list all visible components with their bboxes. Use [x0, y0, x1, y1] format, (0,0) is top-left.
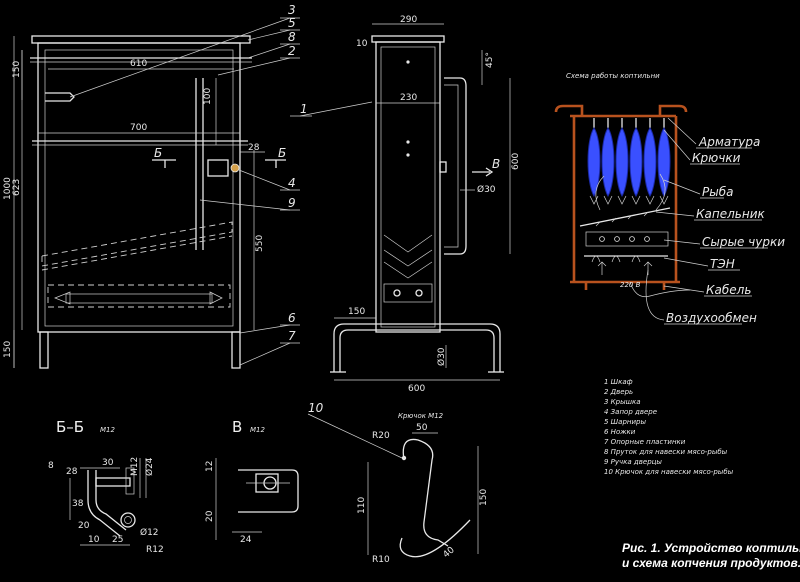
callout-9: 9	[288, 196, 296, 210]
callout-8: 8	[288, 30, 296, 44]
label-ryba: Рыба	[702, 185, 733, 199]
arrow-v-label: В	[492, 157, 500, 171]
label-chipsy: Сырые чурки	[702, 235, 785, 249]
dim-front-623: 623	[12, 179, 22, 196]
dim-v-12: 12	[205, 461, 215, 472]
label-kabel: Кабель	[706, 283, 751, 297]
view-v-thread: М12	[250, 426, 265, 434]
legend-item: 10 Крючок для навески мясо-рыбы	[604, 468, 734, 476]
caption-line-2: и схема копчения продуктов.	[622, 556, 800, 570]
view-v: В М12 12 20 24	[205, 418, 299, 545]
legend-item: 1 Шкаф	[604, 378, 633, 386]
front-view: 610 700 100 28 1000 623 150 150 550 Б Б …	[3, 3, 373, 369]
dim-hook-r10: R10	[372, 555, 390, 565]
dim-bb-25: 25	[112, 535, 123, 545]
legend-item: 6 Ножки	[604, 428, 636, 436]
legend-item: 4 Запор двере	[604, 408, 657, 416]
dim-hook-110: 110	[357, 497, 367, 514]
section-b-right: Б	[278, 146, 286, 160]
dim-front-28: 28	[248, 143, 260, 153]
dim-side-600-right: 600	[511, 153, 521, 170]
callout-5: 5	[288, 16, 296, 30]
dim-bb-a: 8	[48, 461, 54, 471]
legend-item: 5 Шарниры	[604, 418, 646, 426]
dim-bb-20: 20	[78, 521, 90, 531]
dim-v-24: 24	[240, 535, 252, 545]
dim-bb-24: Ø24	[144, 457, 155, 476]
dim-front-610: 610	[130, 59, 147, 69]
hooks	[593, 118, 665, 128]
view-v-title: В	[232, 418, 242, 436]
dim-hook-40: 40	[442, 545, 457, 560]
dim-bb-10: 10	[88, 535, 100, 545]
dim-side-150: 150	[348, 307, 365, 317]
dim-side-230: 230	[400, 93, 417, 103]
dim-front-150: 150	[12, 61, 22, 78]
caption-line-1: Рис. 1. Устройство коптильни	[622, 541, 800, 555]
fish-group	[587, 127, 671, 205]
section-bb: Б–Б М12 30 M12 Ø24 28 38 20 10 25 Ø12 R1…	[48, 418, 164, 555]
side-view: 290 10 230 45° 600 Ø30 150 600 Ø30 В	[330, 15, 521, 394]
figure-caption: Рис. 1. Устройство коптильни и схема коп…	[622, 541, 800, 570]
dim-bb-m12: M12	[130, 457, 140, 476]
legend-item: 9 Ручка дверцы	[604, 458, 662, 466]
section-bb-thread: М12	[100, 426, 115, 434]
dim-front-150-bottom: 150	[3, 341, 13, 358]
dim-bb-12: Ø12	[140, 527, 159, 538]
dim-hook-150: 150	[479, 489, 489, 506]
dim-side-290: 290	[400, 15, 417, 25]
dim-front-1000: 1000	[3, 177, 13, 200]
callout-4: 4	[288, 176, 296, 190]
legend-item: 3 Крышка	[604, 398, 641, 406]
dim-side-30-v: Ø30	[436, 347, 447, 366]
smoking-scheme: Схема работы коптильни	[554, 72, 785, 325]
hook-title: Крючок М12	[398, 412, 444, 420]
dim-front-700: 700	[130, 123, 147, 133]
callout-2: 2	[288, 44, 296, 58]
dim-side-45: 45°	[485, 52, 495, 68]
hook-detail: 10 Крючок М12 R20 50 110 150 R10 40	[307, 401, 489, 565]
dim-bb-38: 38	[72, 499, 84, 509]
callout-10: 10	[308, 401, 324, 415]
dim-hook-50: 50	[416, 423, 428, 433]
dim-front-100: 100	[203, 88, 213, 105]
dim-side-600-bottom: 600	[408, 384, 425, 394]
section-bb-title: Б–Б	[56, 418, 84, 436]
dim-hook-r20: R20	[372, 431, 390, 441]
label-armatura: Арматура	[698, 135, 760, 149]
legend-item: 8 Пруток для навески мясо-рыбы	[604, 448, 728, 456]
callout-3: 3	[288, 3, 296, 17]
callout-7: 7	[288, 329, 296, 343]
label-kryuchki: Крючки	[692, 151, 741, 165]
callout-1: 1	[300, 102, 308, 116]
label-ten: ТЭН	[710, 257, 735, 271]
callout-6: 6	[288, 311, 296, 325]
parts-legend: 1 Шкаф 2 Дверь 3 Крышка 4 Запор двере 5 …	[604, 378, 734, 476]
section-b-left: Б	[154, 146, 162, 160]
dim-v-20: 20	[205, 510, 215, 522]
legend-item: 2 Дверь	[604, 388, 633, 396]
dim-bb-30: 30	[102, 458, 114, 468]
scheme-title: Схема работы коптильни	[566, 72, 660, 80]
label-kapelnik: Капельник	[696, 207, 765, 221]
label-vozduh: Воздухообмен	[666, 311, 757, 325]
dim-front-550: 550	[255, 235, 265, 252]
dim-side-10: 10	[356, 39, 368, 49]
legend-item: 7 Опорные пластинки	[604, 438, 686, 446]
dim-bb-r12: R12	[146, 545, 164, 555]
label-power: 220 В	[620, 281, 641, 289]
dim-side-30: Ø30	[477, 184, 496, 195]
dim-bb-28: 28	[66, 467, 78, 477]
